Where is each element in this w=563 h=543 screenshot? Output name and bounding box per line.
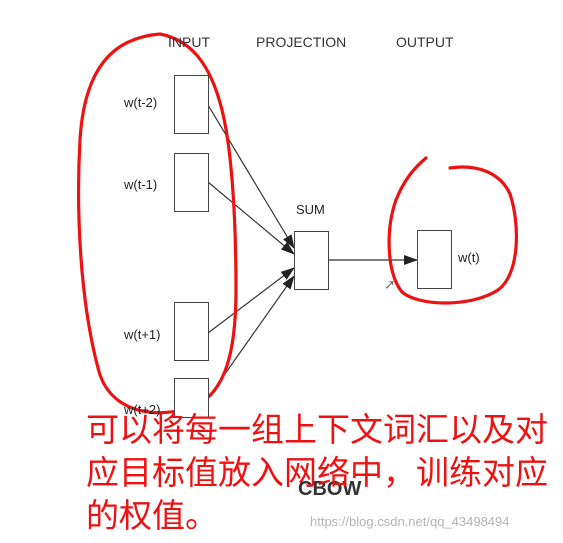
arrow-input-1-to-sum xyxy=(207,104,295,249)
input-label-1: w(t-2) xyxy=(124,95,158,110)
output-node-box xyxy=(417,230,452,289)
arrow-input-3-to-sum xyxy=(207,267,295,334)
output-layer-header: OUTPUT xyxy=(396,34,454,50)
input-node-box-3 xyxy=(174,302,209,361)
input-node-box-1 xyxy=(174,75,209,134)
input-label-3: w(t+1) xyxy=(124,327,161,342)
input-layer-header: INPUT xyxy=(168,34,210,50)
projection-layer-header: PROJECTION xyxy=(256,34,347,50)
arrow-input-2-to-sum xyxy=(207,181,295,255)
red-circle-output xyxy=(387,156,518,305)
input-node-box-2 xyxy=(174,153,209,212)
red-circle-inputs xyxy=(76,32,238,415)
input-label-4: w(t+2) xyxy=(124,402,161,417)
sum-node-box xyxy=(294,231,329,290)
watermark: https://blog.csdn.net/qq_43498494 xyxy=(310,514,510,529)
output-label: w(t) xyxy=(458,250,480,265)
annotation-text: 可以将每一组上下文词汇以及对应目标值放入网络中，训练对应的权值。 xyxy=(86,410,548,535)
input-node-box-4 xyxy=(174,378,209,418)
input-label-2: w(t-1) xyxy=(124,177,158,192)
diagram-caption: CBOW xyxy=(298,478,362,500)
sum-label: SUM xyxy=(296,202,325,217)
mouse-cursor-icon: ➚ xyxy=(384,276,396,292)
